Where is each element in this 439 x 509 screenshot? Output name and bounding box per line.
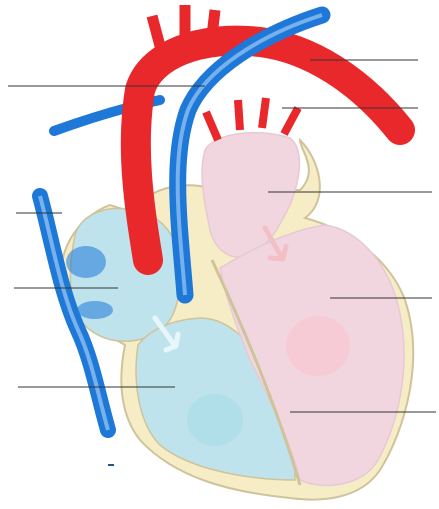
right-atrium-spot-lower: [77, 301, 113, 319]
pulmonary-vein-2: [238, 100, 240, 130]
left-ventricle-spot: [286, 316, 350, 376]
pulmonary-vein-3: [262, 98, 266, 128]
pulmonary-vein-1: [206, 112, 218, 140]
right-atrium-spot-upper: [66, 246, 106, 278]
pulmonary-vein-4: [284, 108, 298, 134]
right-ventricle-spot: [187, 394, 243, 446]
aorta-branch-1: [152, 16, 160, 46]
aorta-branch-3: [212, 10, 215, 36]
